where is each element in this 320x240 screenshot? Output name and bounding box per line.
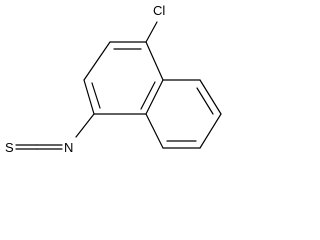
- bond-c1-n: [75, 113, 95, 138]
- nitrogen-label: N: [64, 140, 73, 155]
- bonds: [15, 21, 222, 150]
- bond-c4a-c8a-inner: [140, 81, 156, 110]
- bond-c5-c6: [199, 79, 222, 115]
- sulfur-label: S: [5, 140, 14, 155]
- bond-c2-c3: [83, 41, 111, 81]
- structure-diagram: Cl N S: [0, 0, 231, 155]
- bond-c5-c6-inner: [196, 87, 214, 115]
- molecule-drawing: Cl N S: [5, 3, 222, 155]
- bond-c1-c2: [83, 79, 95, 115]
- bond-c8-c8a: [145, 113, 164, 149]
- atom-labels: Cl N S: [5, 3, 165, 155]
- bond-c4a-c8a: [145, 79, 164, 115]
- bond-c1-c2-inner: [91, 82, 101, 109]
- chlorine-label: Cl: [153, 3, 165, 18]
- bond-c4-c4a: [145, 41, 164, 81]
- bond-c4-cl: [145, 21, 158, 43]
- bond-c6-c7: [199, 113, 222, 149]
